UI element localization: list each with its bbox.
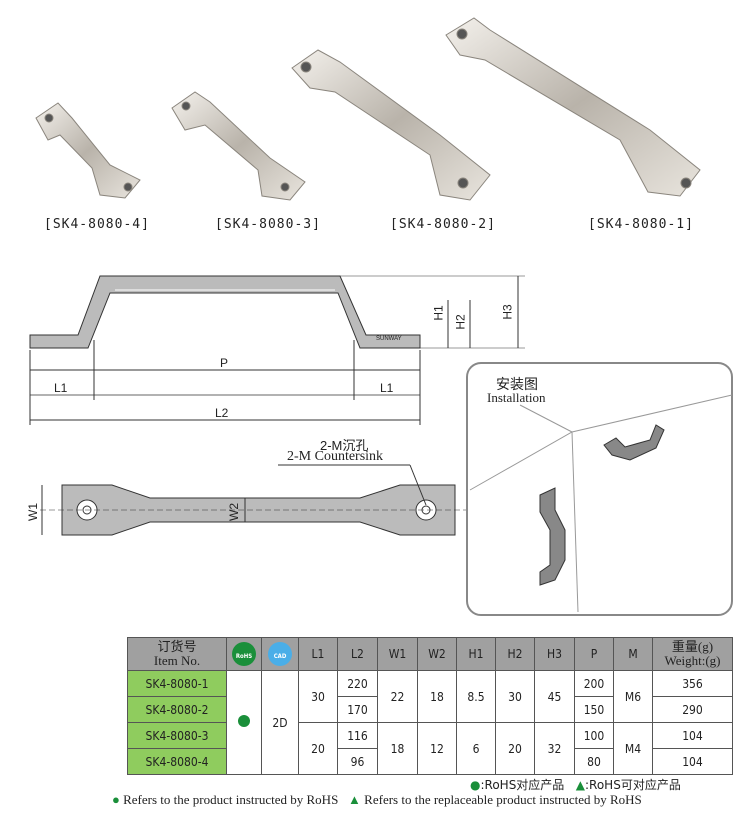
top-view-drawing	[40, 464, 470, 536]
table-cell: H1	[456, 637, 496, 671]
table-cell: :RoHS可对应产品	[585, 778, 681, 792]
dim-l1: L1	[380, 381, 394, 395]
table-cell: 22	[377, 670, 418, 723]
table-cell: SK4-8080-2	[127, 696, 227, 723]
dim-w1: W1	[26, 503, 40, 521]
table-cell: Weight:(g)	[664, 653, 721, 668]
installation-diagram	[466, 362, 733, 616]
table-cell: H3	[534, 637, 575, 671]
table-cell: M6	[613, 670, 653, 723]
dim-l2: L2	[215, 406, 229, 420]
handle-image-2	[291, 49, 491, 201]
table-cell: W1	[377, 637, 418, 671]
table-cell: 重量(g)	[671, 639, 714, 654]
countersink-label-cn: 2-M沉孔	[320, 438, 369, 453]
table-cell: 18	[377, 722, 418, 775]
handle-image-3	[171, 91, 306, 201]
rohs-dot-icon	[238, 715, 250, 727]
circle-icon: ●	[470, 778, 481, 792]
dim-h1: H1	[431, 305, 446, 321]
table-cell: 30	[495, 670, 535, 723]
table-cell: H2	[495, 637, 535, 671]
table-cell: 45	[534, 670, 575, 723]
table-cell: M4	[613, 722, 653, 775]
table-cell: Refers to the product instructed by RoHS	[123, 792, 339, 807]
handle-image-4	[35, 102, 141, 199]
table-cell: W2	[417, 637, 457, 671]
dim-p: P	[220, 356, 229, 370]
triangle-icon: ▲	[575, 778, 585, 792]
table-cell: L1	[298, 637, 338, 671]
installation-title-cn: 安装图	[496, 376, 538, 392]
table-cell: SK4-8080-3	[127, 722, 227, 749]
table-cell: :RoHS对应产品	[480, 778, 565, 792]
table-cell: SK4-8080-4	[127, 748, 227, 775]
product-label: [SK4-8080-1]	[588, 217, 694, 232]
side-view-drawing	[29, 275, 525, 425]
product-label: [SK4-8080-2]	[390, 217, 496, 232]
table-cell: 104	[652, 748, 733, 775]
table-row: SK4-8080-4 96 80 104	[127, 748, 733, 775]
table-cell: 2D	[261, 670, 299, 775]
table-cell: Refers to the replaceable product instru…	[364, 792, 642, 807]
table-cell: 96	[337, 748, 378, 775]
dim-h3: H3	[500, 304, 515, 320]
table-cell: 18	[417, 670, 457, 723]
dim-l1: L1	[54, 381, 68, 395]
product-label: [SK4-8080-3]	[215, 217, 321, 232]
table-cell: 104	[652, 722, 733, 749]
table-cell: M	[613, 637, 653, 671]
table-cell: 20	[298, 722, 338, 775]
table-cell: Item No.	[153, 653, 201, 668]
table-cell: 116	[337, 722, 378, 749]
table-cell: 8.5	[456, 670, 496, 723]
table-cell: 30	[298, 670, 338, 723]
legend-en: ● Refers to the product instructed by Ro…	[112, 792, 642, 808]
table-cell: L2	[337, 637, 378, 671]
table-cell: 6	[456, 722, 496, 775]
circle-icon: ●	[112, 792, 120, 807]
table-cell: 356	[652, 670, 733, 697]
dim-w2: W2	[227, 503, 241, 521]
installation-title-en: Installation	[487, 390, 546, 405]
rohs-icon: RoHS	[232, 642, 256, 666]
table-cell: 12	[417, 722, 457, 775]
cad-icon: CAD	[268, 642, 292, 666]
legend-cn: ●:RoHS对应产品 ▲:RoHS可对应产品	[470, 776, 681, 793]
table-cell: 订货号	[157, 639, 197, 654]
table-cell: 20	[495, 722, 535, 775]
dim-h2: H2	[453, 314, 468, 330]
table-cell: 220	[337, 670, 378, 697]
table-cell: 200	[574, 670, 614, 697]
handle-image-1	[445, 17, 701, 197]
table-row: SK4-8080-2 170 150 290	[127, 696, 733, 723]
brand-mark: SUNWAY	[376, 336, 402, 342]
table-cell: P	[574, 637, 614, 671]
triangle-icon: ▲	[348, 792, 361, 807]
countersink-label-en: 2-M Countersink	[287, 449, 384, 464]
product-label: [SK4-8080-4]	[44, 217, 150, 232]
table-cell: 32	[534, 722, 575, 775]
table-cell: SK4-8080-1	[127, 670, 227, 697]
table-cell: 80	[574, 748, 614, 775]
table-cell: 150	[574, 696, 614, 723]
table-cell: 170	[337, 696, 378, 723]
table-cell: 100	[574, 722, 614, 749]
table-cell: 290	[652, 696, 733, 723]
